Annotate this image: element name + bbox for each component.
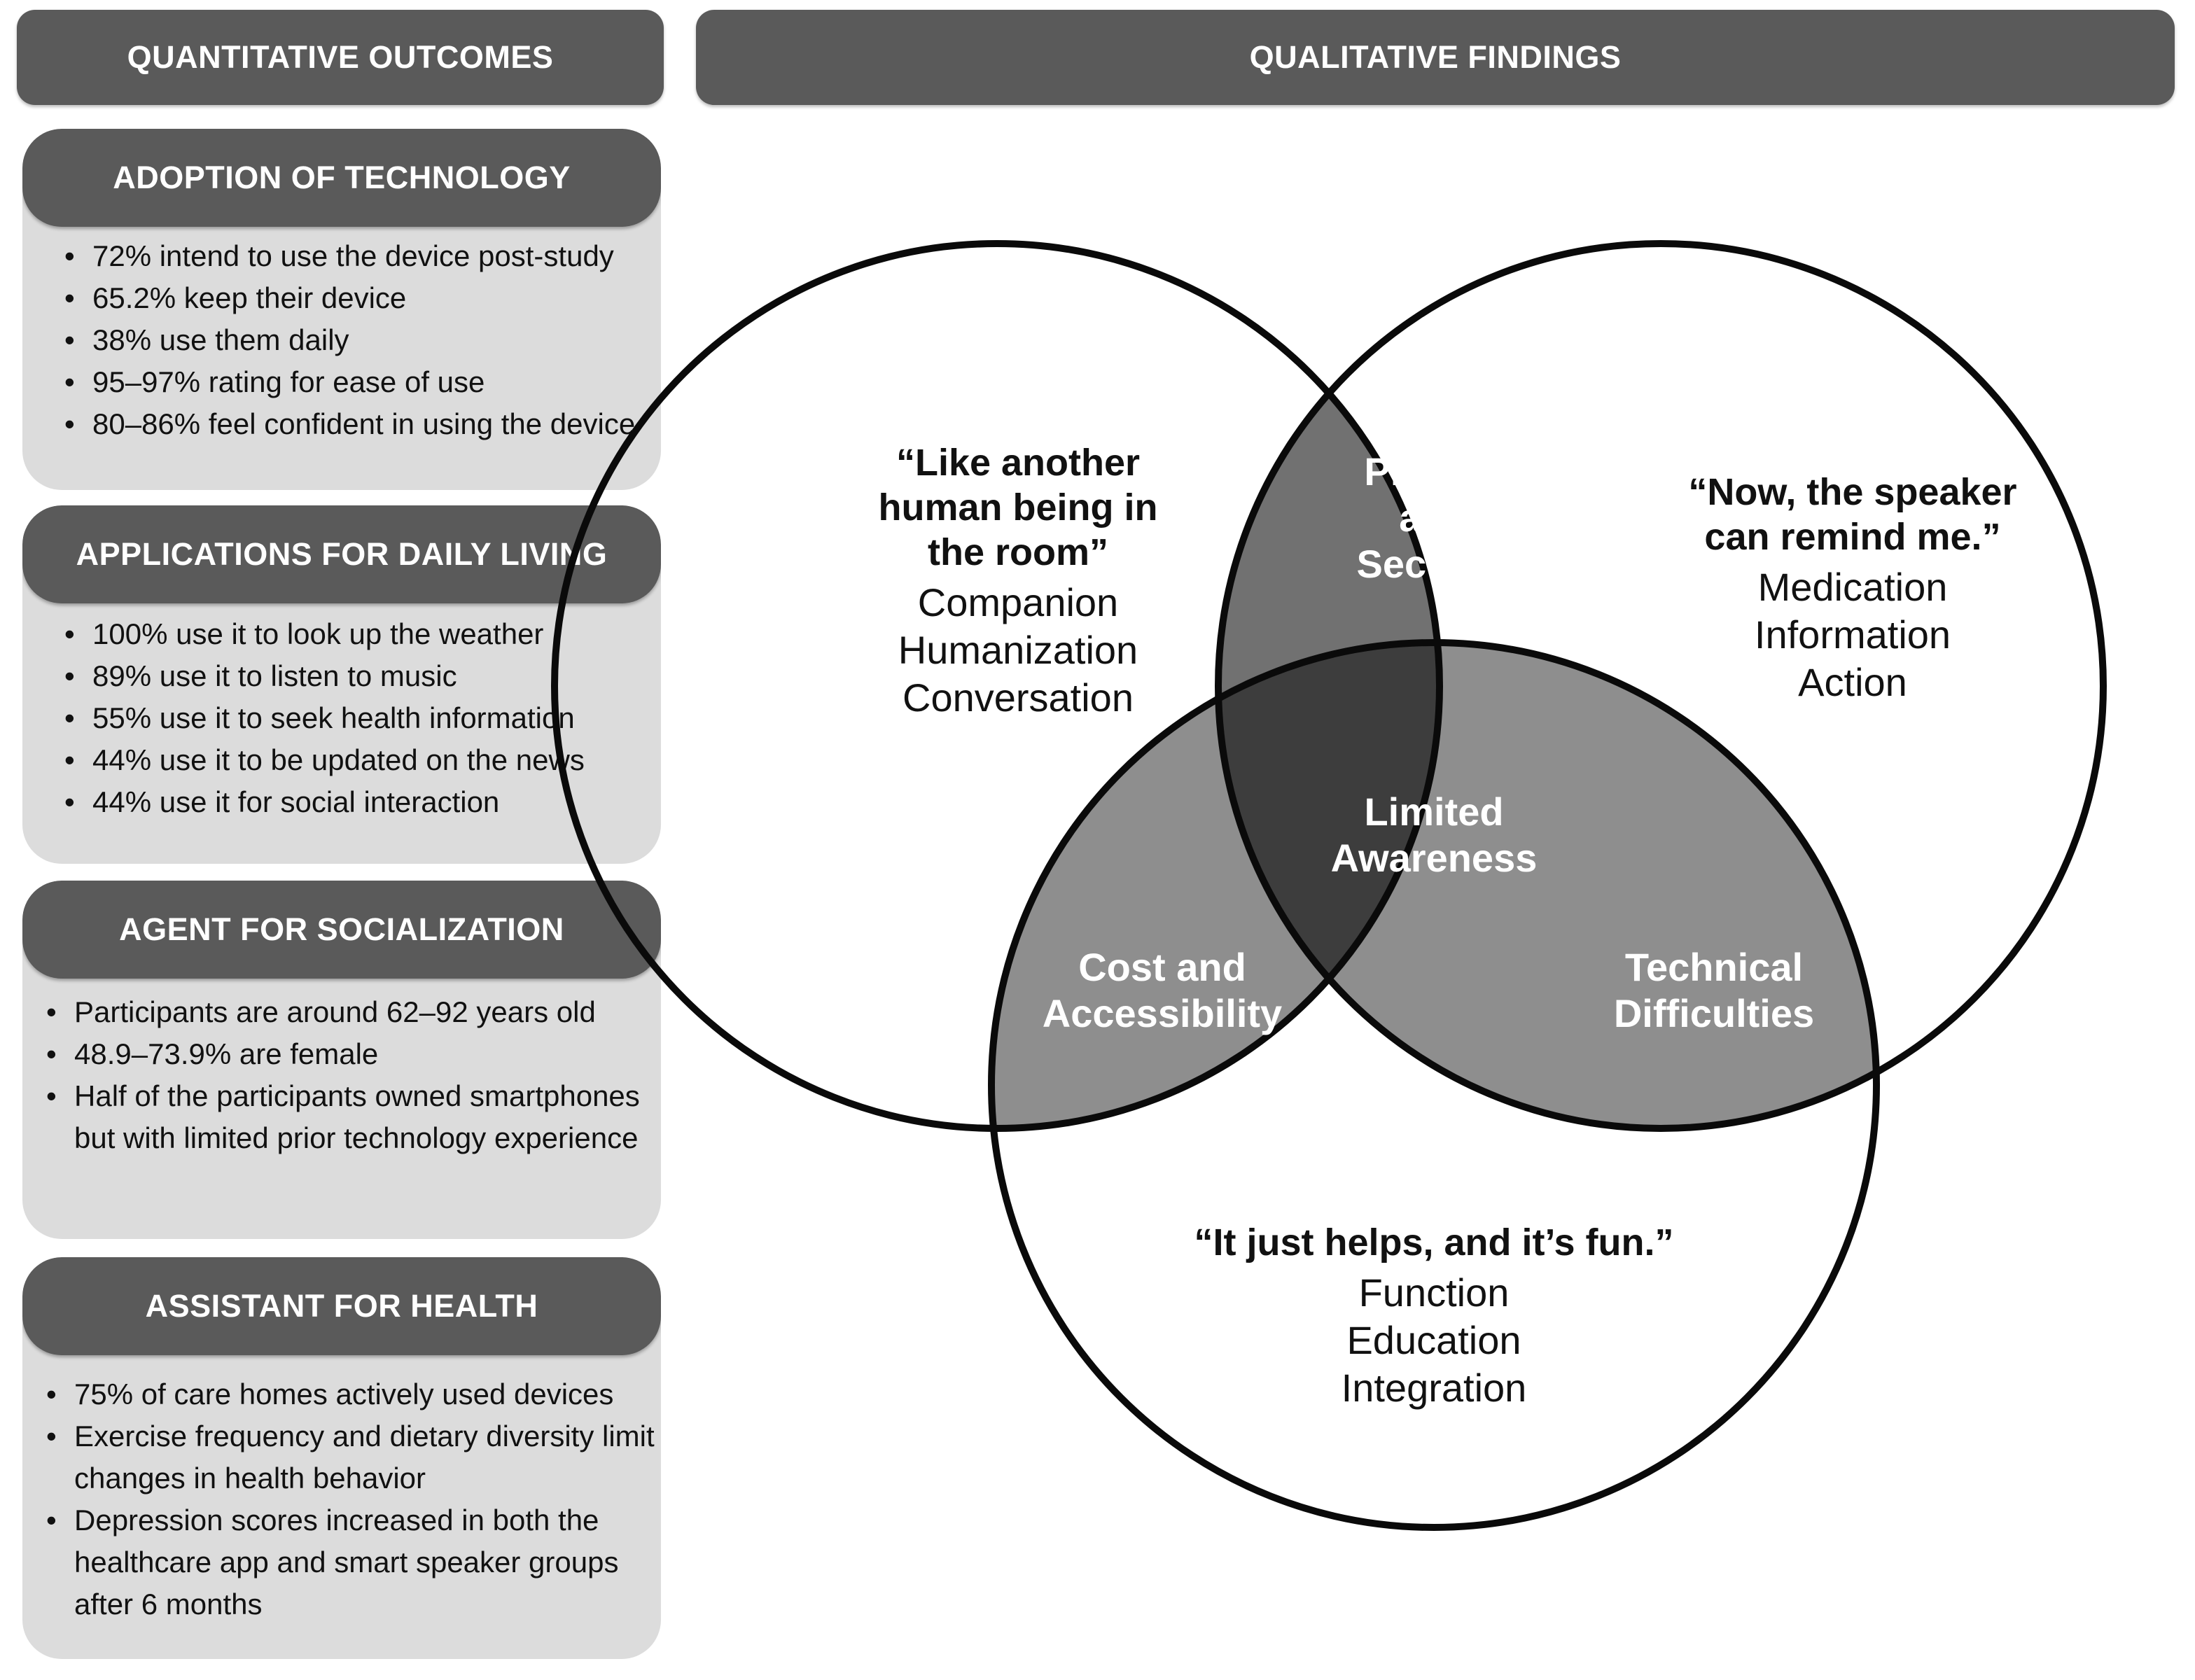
socialization-panel: AGENT FOR SOCIALIZATION Participants are… bbox=[22, 881, 661, 1239]
left-quote: “Like another human being in the room” bbox=[878, 442, 1158, 573]
adoption-list: 72% intend to use the device post-study … bbox=[64, 235, 661, 445]
left-terms: Companion Humanization Conversation bbox=[878, 579, 1158, 722]
limited-awareness-label: Limited Awareness bbox=[1330, 790, 1538, 880]
list-item: Exercise frequency and dietary diversity… bbox=[46, 1415, 661, 1499]
socialization-list: Participants are around 62–92 years old … bbox=[46, 991, 661, 1159]
list-item: 72% intend to use the device post-study bbox=[64, 235, 661, 277]
list-item: 89% use it to listen to music bbox=[64, 655, 661, 697]
term: Conversation bbox=[903, 676, 1134, 720]
list-item: 100% use it to look up the weather bbox=[64, 613, 661, 655]
left-circle-label: “Like another human being in the room” C… bbox=[878, 440, 1158, 722]
bottom-terms: Function Education Integration bbox=[1194, 1269, 1673, 1412]
bottom-circle-label: “It just helps, and it’s fun.” Function … bbox=[1194, 1220, 1673, 1412]
term: Function bbox=[1358, 1270, 1510, 1315]
qualitative-findings-header: QUALITATIVE FINDINGS bbox=[696, 10, 2175, 105]
daily-living-list: 100% use it to look up the weather 89% u… bbox=[64, 613, 661, 823]
list-item: Half of the participants owned smartphon… bbox=[46, 1075, 661, 1159]
term: Action bbox=[1798, 660, 1907, 704]
list-item: 65.2% keep their device bbox=[64, 277, 661, 319]
bottom-quote: “It just helps, and it’s fun.” bbox=[1194, 1222, 1674, 1264]
socialization-panel-title: AGENT FOR SOCIALIZATION bbox=[22, 881, 661, 979]
list-item: Depression scores increased in both the … bbox=[46, 1499, 661, 1625]
list-item: 75% of care homes actively used devices bbox=[46, 1373, 661, 1415]
term: Medication bbox=[1757, 565, 1948, 609]
daily-living-panel: APPLICATIONS FOR DAILY LIVING 100% use i… bbox=[22, 505, 661, 864]
quantitative-outcomes-header: QUANTITATIVE OUTCOMES bbox=[17, 10, 664, 105]
list-item: 44% use it to be updated on the news bbox=[64, 739, 661, 781]
right-quote: “Now, the speaker can remind me.” bbox=[1688, 471, 2017, 558]
health-panel-title: ASSISTANT FOR HEALTH bbox=[22, 1257, 661, 1355]
term: Education bbox=[1346, 1318, 1521, 1362]
list-item: 95–97% rating for ease of use bbox=[64, 361, 661, 403]
daily-living-panel-title: APPLICATIONS FOR DAILY LIVING bbox=[22, 505, 661, 603]
technical-difficulties-label: Technical Difficulties bbox=[1613, 945, 1815, 1035]
list-item: 55% use it to seek health information bbox=[64, 697, 661, 739]
adoption-panel-title: ADOPTION OF TECHNOLOGY bbox=[22, 129, 661, 227]
right-circle-label: “Now, the speaker can remind me.” Medica… bbox=[1688, 470, 2017, 706]
term: Humanization bbox=[898, 628, 1138, 672]
adoption-panel: ADOPTION OF TECHNOLOGY 72% intend to use… bbox=[22, 129, 661, 490]
cost-accessibility-label: Cost and Accessibility bbox=[1042, 945, 1283, 1035]
list-item: 38% use them daily bbox=[64, 319, 661, 361]
list-item: 44% use it for social interaction bbox=[64, 781, 661, 823]
health-list: 75% of care homes actively used devices … bbox=[46, 1373, 661, 1625]
list-item: 80–86% feel confident in using the devic… bbox=[64, 403, 661, 445]
right-terms: Medication Information Action bbox=[1688, 564, 2017, 706]
list-item: Participants are around 62–92 years old bbox=[46, 991, 661, 1033]
privacy-security-label: Privacy and Security bbox=[1356, 449, 1512, 586]
term: Information bbox=[1754, 612, 1951, 657]
list-item: 48.9–73.9% are female bbox=[46, 1033, 661, 1075]
term: Integration bbox=[1341, 1366, 1527, 1410]
health-panel: ASSISTANT FOR HEALTH 75% of care homes a… bbox=[22, 1257, 661, 1659]
term: Companion bbox=[917, 580, 1119, 624]
